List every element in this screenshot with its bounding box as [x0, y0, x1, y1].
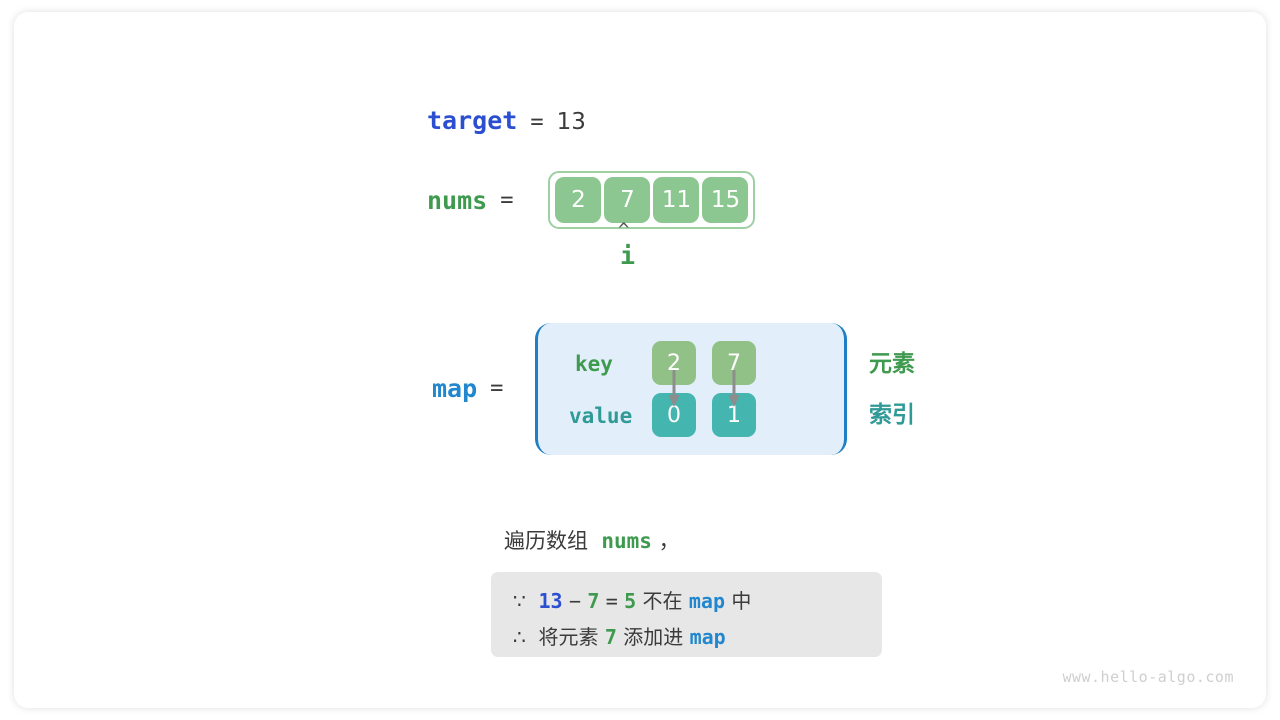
traverse-prefix-text: 遍历数组 — [504, 529, 588, 553]
target-equals-sign: = — [530, 110, 544, 135]
map-row: map = — [432, 374, 503, 403]
map-value-cell: 1 — [712, 393, 756, 437]
pointer-label-i: i — [620, 241, 636, 270]
pointer-caret-icon: ^ — [618, 219, 630, 241]
array-cell: 2 — [555, 177, 602, 223]
action-text-mid: 添加进 — [623, 625, 684, 649]
traverse-description: 遍历数组 nums ， — [504, 525, 680, 555]
reason-text-not-in: 不在 — [642, 589, 683, 613]
nums-row: nums = 2 7 11 15 — [427, 171, 756, 229]
reason-text-in: 中 — [731, 589, 752, 613]
reason-line-1: ∵ 13 − 7 = 5 不在 map 中 — [513, 583, 860, 619]
minus-sign: − — [568, 589, 581, 613]
because-symbol: ∵ — [513, 589, 526, 613]
reason-result-c: 5 — [624, 589, 637, 613]
diagram-canvas: target = 13 nums = 2 7 11 15 ^ i map = k… — [14, 12, 1266, 708]
action-code-map: map — [689, 625, 726, 649]
map-value-row-label: value — [569, 404, 633, 428]
map-key-row-label: key — [575, 352, 613, 376]
reason-operand-b: 7 — [587, 589, 600, 613]
array-cell: 11 — [653, 177, 700, 223]
array-cell: 15 — [702, 177, 749, 223]
action-element-value: 7 — [604, 625, 617, 649]
map-grid: key value 2 7 0 1 — [538, 323, 844, 455]
equals-sign: = — [605, 589, 618, 613]
map-equals-sign: = — [490, 376, 504, 401]
target-value: 13 — [556, 109, 586, 135]
target-row: target = 13 — [427, 106, 586, 135]
nums-equals-sign: = — [500, 187, 514, 213]
map-variable-name: map — [432, 374, 478, 403]
action-text-start: 将元素 — [538, 625, 599, 649]
reason-box: ∵ 13 − 7 = 5 不在 map 中 ∴ 将元素 7 — [491, 572, 882, 657]
array-container: 2 7 11 15 — [548, 171, 756, 229]
map-container: key value 2 7 0 1 — [535, 323, 847, 455]
map-value-cell: 0 — [652, 393, 696, 437]
array-cell: 7 — [604, 177, 651, 223]
therefore-symbol: ∴ — [513, 625, 526, 649]
watermark: www.hello-algo.com — [1062, 668, 1234, 686]
traverse-code-nums: nums — [601, 529, 652, 553]
target-variable-name: target — [427, 106, 518, 135]
traverse-suffix-text: ， — [658, 529, 680, 553]
nums-variable-name: nums — [427, 185, 488, 215]
legend-element-label: 元素 — [869, 351, 915, 377]
reason-operand-a: 13 — [538, 589, 563, 613]
reason-line-2: ∴ 将元素 7 添加进 map — [513, 619, 860, 655]
reason-code-map: map — [688, 589, 726, 613]
legend-index-label: 索引 — [869, 402, 915, 428]
key-to-value-arrow-icon — [728, 370, 740, 407]
key-to-value-arrow-icon — [668, 370, 680, 407]
